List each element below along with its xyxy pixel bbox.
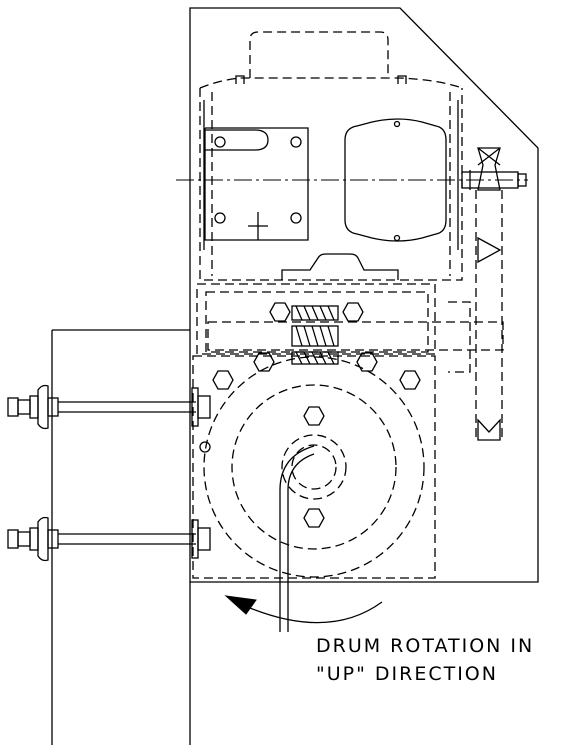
- drum: [203, 356, 425, 578]
- gearbox-bolts: [212, 302, 421, 528]
- motor-foot: [281, 253, 399, 280]
- mounting-bolt-lower: [7, 516, 211, 562]
- motor-mount-plate: [204, 127, 309, 241]
- motor-junction-box: [344, 118, 447, 242]
- housing-hole: [199, 441, 211, 453]
- mounting-wall: [51, 329, 191, 745]
- mounting-bolt-upper: [7, 384, 211, 430]
- motor-handle: [249, 31, 389, 78]
- worm-gear: [291, 305, 339, 365]
- motor-pulley: [461, 147, 527, 191]
- annotation-line-2: "UP" DIRECTION: [316, 663, 498, 685]
- rotation-arrow: [224, 595, 383, 624]
- rotation-arrow-head: [224, 595, 257, 615]
- annotation-line-1: DRUM ROTATION IN: [316, 635, 534, 657]
- cable: [279, 445, 315, 632]
- gearbox-housing: [196, 283, 504, 373]
- drum-housing: [192, 355, 436, 579]
- motor-body: [199, 75, 463, 281]
- housing-plate-outline: [189, 7, 539, 583]
- drive-belt: [475, 190, 503, 441]
